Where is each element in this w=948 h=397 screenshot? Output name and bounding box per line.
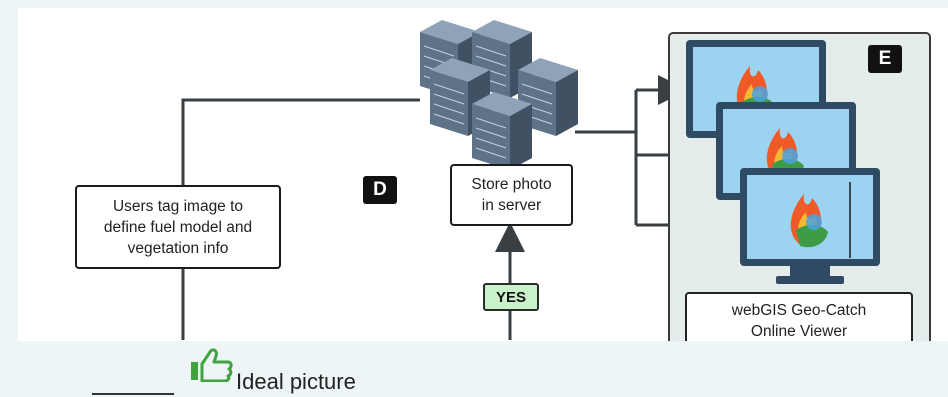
caption-underline: [92, 393, 174, 395]
tag-e: E: [868, 45, 902, 73]
users-tag-box: Users tag image to define fuel model and…: [75, 185, 281, 269]
yes-label: YES: [483, 283, 539, 311]
viewer-label: webGIS Geo-Catch Online Viewer: [685, 292, 913, 350]
tag-d: D: [363, 176, 397, 204]
monitors: [680, 36, 890, 284]
caption-text: Ideal picture: [236, 369, 356, 394]
users-to-server-line: [181, 98, 420, 185]
server-cluster-icon: [420, 20, 579, 170]
caption-strip: [0, 341, 948, 397]
monitor-icon: [740, 168, 880, 284]
store-photo-box: Store photo in server: [450, 164, 573, 226]
thumbs-up-icon: [191, 348, 233, 382]
